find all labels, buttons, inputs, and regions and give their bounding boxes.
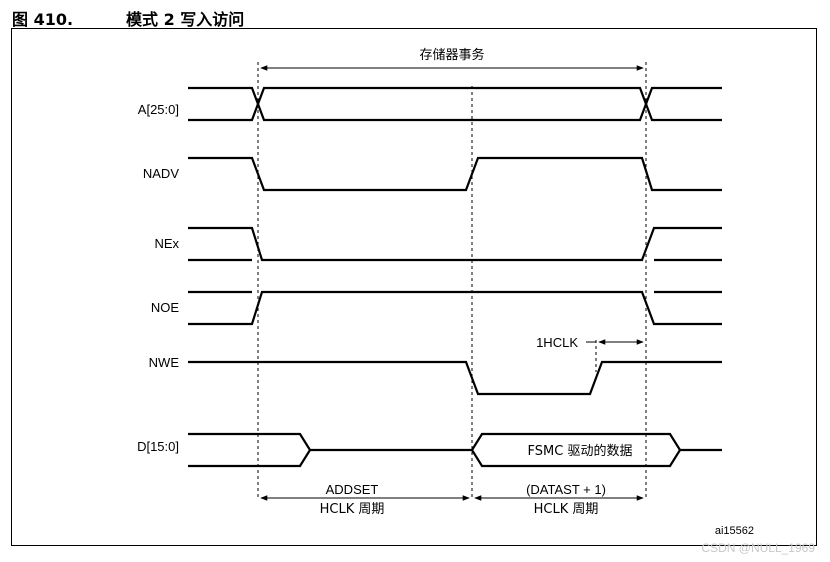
- nwe-waveform: [188, 360, 722, 396]
- signal-label-noe: NOE: [151, 300, 180, 315]
- diagram-frame: [11, 28, 817, 546]
- datast-unit-label: HCLK 周期: [534, 502, 599, 517]
- address-waveform-upper: [188, 86, 722, 122]
- addset-unit-label: HCLK 周期: [320, 502, 385, 517]
- watermark: CSDN @NULL_1969: [701, 541, 815, 555]
- figure-caption: 图 410. 模式 2 写入访问: [12, 6, 244, 30]
- noe-waveform: [188, 290, 722, 326]
- figure-title: 模式 2 写入访问: [126, 10, 245, 29]
- figure-id: ai15562: [715, 525, 754, 537]
- hclk-marker-label: 1HCLK: [536, 335, 578, 350]
- nex-waveform: [188, 226, 722, 262]
- signal-label-nwe: NWE: [149, 355, 180, 370]
- address-waveform-lower: [188, 86, 722, 122]
- addset-label: ADDSET: [326, 482, 379, 497]
- datast-label: (DATAST + 1): [526, 482, 606, 497]
- transaction-label: 存储器事务: [419, 47, 484, 63]
- signal-label-nex: NEx: [154, 236, 179, 251]
- signal-label-address: A[25:0]: [138, 102, 179, 117]
- data-bus-label: FSMC 驱动的数据: [528, 443, 633, 459]
- signal-label-data: D[15:0]: [137, 439, 179, 454]
- nadv-waveform: [188, 156, 722, 192]
- figure-number: 图 410.: [12, 10, 74, 29]
- data-bus-initial: [188, 432, 312, 468]
- signal-label-nadv: NADV: [143, 166, 179, 181]
